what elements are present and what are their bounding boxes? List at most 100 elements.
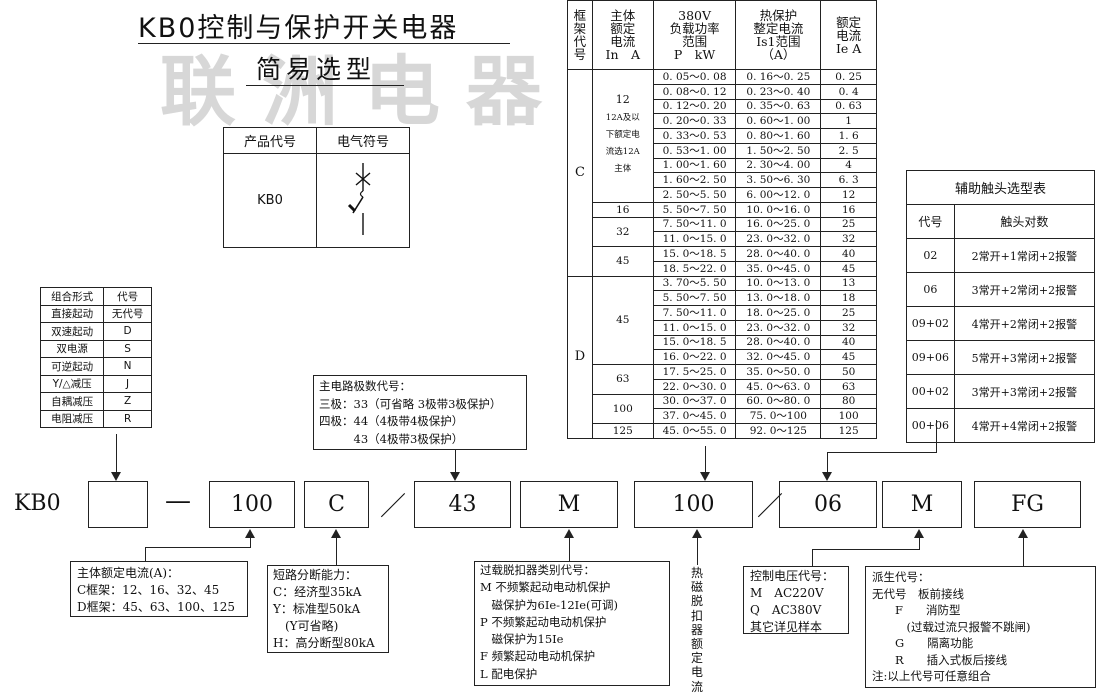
- rated-line: D框架：45、63、100、125: [77, 600, 235, 614]
- connector-line: [145, 547, 251, 549]
- control-line: Q AC380V: [750, 603, 822, 617]
- combo-code-cell: N: [103, 357, 152, 376]
- aux-header-contacts: 触头对数: [953, 204, 1096, 239]
- connector-line: [336, 537, 338, 565]
- code-box-combination: [88, 481, 148, 528]
- code-box-aux: 06: [779, 481, 877, 528]
- spec-rated-cell: 40: [820, 246, 877, 262]
- aux-code-cell: 09+02: [906, 306, 955, 341]
- aux-contacts-cell: 5常开+3常闭+2报警: [953, 340, 1096, 375]
- arrow-up-icon: [564, 529, 574, 538]
- connector-line: [812, 549, 814, 566]
- aux-contacts-cell: 3常开+2常闭+2报警: [953, 272, 1096, 307]
- connector-line: [145, 547, 147, 562]
- spec-current-cell: 100: [591, 393, 654, 424]
- combo-header-cell: 代号: [103, 287, 152, 306]
- spec-rated-cell: 0. 25: [820, 69, 877, 85]
- arrow-down-icon: [700, 472, 710, 481]
- rated-current-box: 主体额定电流(A)： C框架：12、16、32、45 D框架：45、63、100…: [70, 561, 248, 617]
- spec-power-cell: 11. 0～15. 0: [652, 319, 737, 336]
- aux-contacts-cell: 2常开+1常闭+2报警: [953, 238, 1096, 273]
- spec-rated-cell: 80: [820, 393, 877, 410]
- arrow-down-icon: [450, 472, 460, 481]
- poles-line: 四极：44（4极带4极保护）: [319, 414, 464, 428]
- rated-line: 主体额定电流(A)：: [77, 566, 180, 580]
- arrow-up-icon: [914, 529, 924, 538]
- poles-code-box: 主电路极数代号： 三极：33（可省略 3极带3极保护） 四极：44（4极带4极保…: [313, 375, 527, 450]
- aux-contacts-cell: 3常开+3常闭+2报警: [953, 374, 1096, 409]
- spec-thermal-cell: 16. 0～25. 0: [735, 216, 822, 233]
- spec-header-rated: 额定 电流 Ie A: [820, 0, 877, 70]
- spec-thermal-cell: 18. 0～25. 0: [735, 305, 822, 321]
- connector-line: [705, 446, 707, 474]
- spec-thermal-cell: 2. 30～4. 00: [735, 157, 822, 174]
- combo-code-cell: R: [103, 409, 152, 428]
- trip-line: 磁保护为6Ie-12Ie(可调): [480, 597, 619, 612]
- spec-rated-cell: 13: [820, 275, 877, 292]
- page-subtitle: 简易选型: [256, 55, 377, 84]
- connector-line: [919, 537, 921, 549]
- combo-type-cell: 自耦减压: [39, 392, 105, 411]
- derivative-code-box: 派生代号： 无代号 板前接线 F 消防型 (过载过流只报警不跳闸) G 隔离功能…: [865, 566, 1096, 688]
- electrical-symbol-cell: [316, 153, 410, 248]
- aux-code-cell: 09+06: [906, 340, 955, 375]
- control-line: 控制电压代号：: [750, 569, 835, 583]
- spec-power-cell: 15. 0～18. 5: [652, 334, 737, 351]
- combo-code-cell: J: [103, 374, 152, 393]
- connector-line: [569, 537, 571, 561]
- spec-thermal-cell: 75. 0～100: [735, 408, 822, 424]
- spec-power-cell: 0. 33～0. 53: [652, 128, 737, 144]
- spec-header-power: 380V 负载功率 范围 P kW: [652, 0, 737, 70]
- spec-rated-cell: 25: [820, 305, 877, 321]
- spec-rated-cell: 63: [820, 378, 877, 395]
- trip-current-label: 热磁脱扣器额定电流: [690, 566, 703, 694]
- aux-code-cell: 02: [906, 238, 955, 273]
- arrow-up-icon: [1018, 529, 1028, 538]
- aux-code-cell: 00+06: [906, 408, 955, 443]
- spec-thermal-cell: 92. 0～125: [735, 423, 822, 439]
- subtitle-underline: [246, 85, 404, 86]
- spec-thermal-cell: 28. 0～40. 0: [735, 334, 822, 351]
- connector-line: [827, 452, 937, 454]
- spec-rated-cell: 2. 5: [820, 142, 877, 159]
- arrow-up-icon: [245, 529, 255, 538]
- trip-line: F 频繁起动电动机保护: [480, 649, 596, 664]
- spec-thermal-cell: 32. 0～45. 0: [735, 349, 822, 365]
- code-box-derivative: FG: [974, 481, 1081, 528]
- spec-thermal-cell: 23. 0～32. 0: [735, 231, 822, 247]
- trip-type-box: 过载脱扣器类别代号： M 不频繁起动电动机保护 磁保护为6Ie-12Ie(可调)…: [474, 561, 670, 686]
- combo-code-cell: S: [103, 339, 152, 358]
- combo-header-cell: 组合形式: [39, 287, 105, 306]
- spec-power-cell: 3. 70～5. 50: [652, 275, 737, 292]
- spec-current-cell: 45: [591, 246, 654, 277]
- spec-thermal-cell: 0. 23～0. 40: [735, 83, 822, 100]
- spec-current-cell: 45: [591, 275, 654, 365]
- derivative-line: 派生代号：: [872, 570, 930, 584]
- spec-thermal-cell: 0. 35～0. 63: [735, 98, 822, 115]
- spec-header-current: 主体 额定 电流 In A: [591, 0, 654, 70]
- arrow-down-icon: [111, 472, 121, 481]
- spec-rated-cell: 125: [820, 423, 877, 439]
- spec-rated-cell: 45: [820, 349, 877, 365]
- spec-power-cell: 0. 53～1. 00: [652, 142, 737, 159]
- combo-type-cell: Y/△减压: [39, 374, 105, 393]
- spec-power-cell: 1. 60～2. 50: [652, 172, 737, 188]
- spec-rated-cell: 40: [820, 334, 877, 351]
- spec-power-cell: 30. 0～37. 0: [652, 393, 737, 410]
- spec-rated-cell: 32: [820, 319, 877, 336]
- spec-rated-cell: 50: [820, 364, 877, 380]
- poles-line: 三极：33（可省略 3极带3极保护）: [319, 396, 502, 411]
- spec-table: 框 架 代 号 主体 额定 电流 In A 380V 负载功率 范围 P kW …: [567, 0, 877, 439]
- arrow-down-icon: [822, 472, 832, 481]
